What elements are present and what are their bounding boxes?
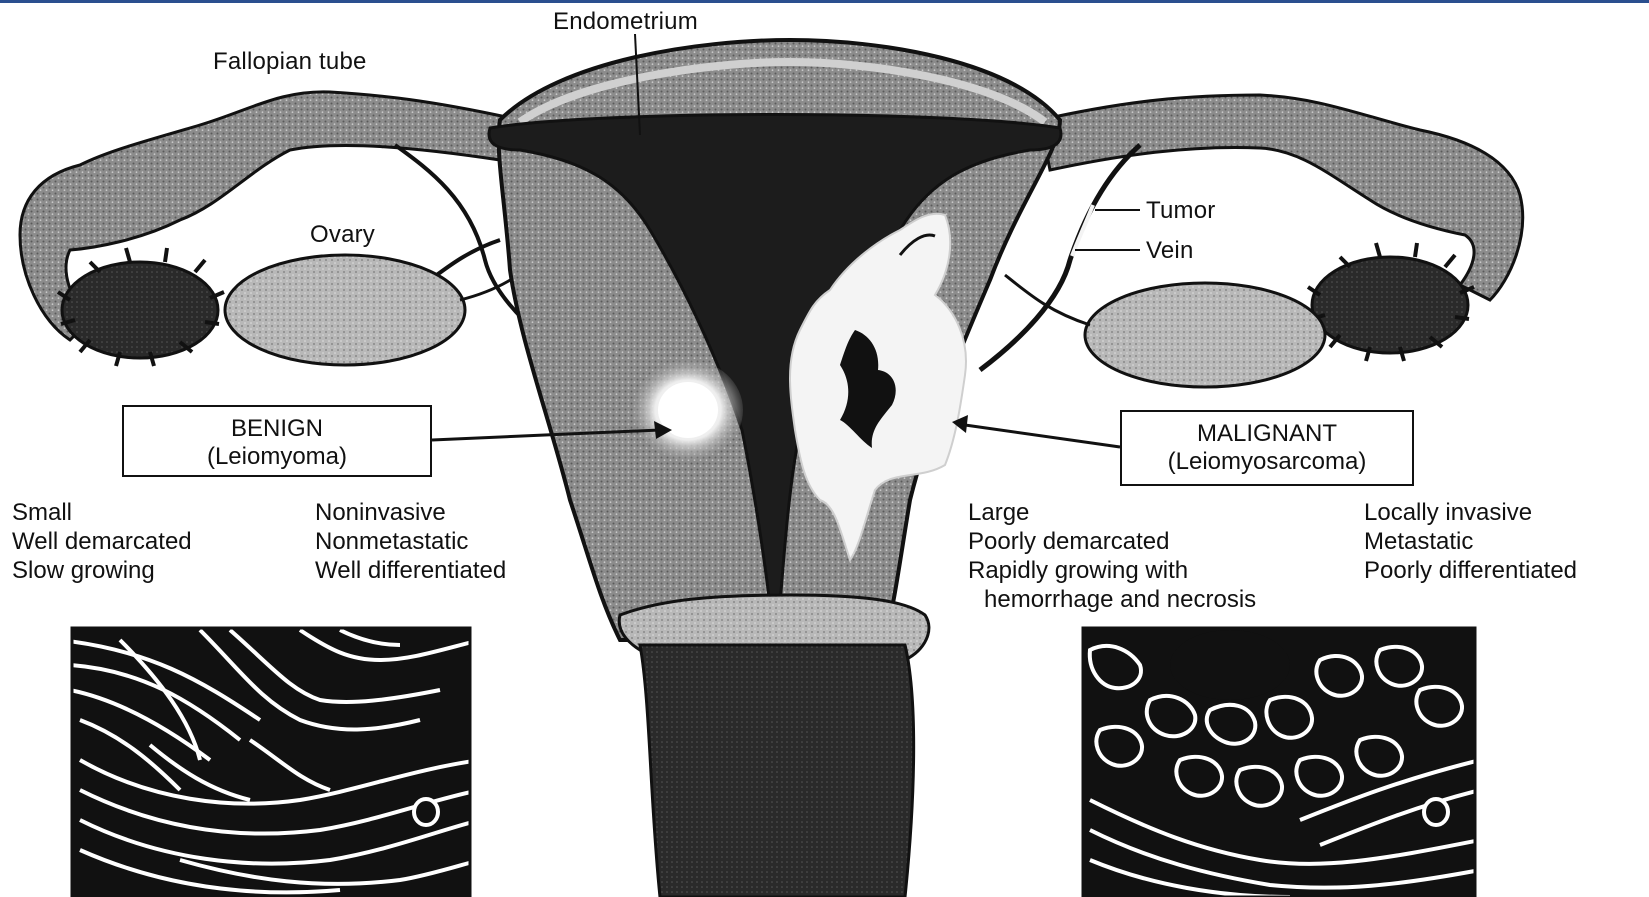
ovary-label: Ovary — [310, 221, 375, 249]
left-ovary — [225, 255, 545, 365]
malignant-feature: Large — [968, 498, 1256, 527]
vein-label: Vein — [1146, 237, 1194, 265]
malignant-feature: Poorly differentiated — [1364, 556, 1577, 585]
malignant-feature: hemorrhage and necrosis — [968, 585, 1256, 614]
benign-feature: Well demarcated — [12, 527, 192, 556]
malignant-histology-panel — [1083, 628, 1480, 897]
benign-feature: Noninvasive — [315, 498, 506, 527]
malignant-arrow — [952, 415, 1120, 447]
right-fimbriae — [1308, 243, 1474, 361]
benign-title: BENIGN — [124, 415, 430, 443]
malignant-features-left: Large Poorly demarcated Rapidly growing … — [968, 498, 1256, 614]
benign-feature: Slow growing — [12, 556, 192, 585]
fallopian-tube-label: Fallopian tube — [213, 48, 367, 76]
malignant-feature: Poorly demarcated — [968, 527, 1256, 556]
benign-leiomyoma-mass — [633, 360, 743, 460]
right-ovary — [1005, 275, 1325, 387]
malignant-features-right: Locally invasive Metastatic Poorly diffe… — [1364, 498, 1577, 585]
malignant-box: MALIGNANT (Leiomyosarcoma) — [1120, 410, 1414, 486]
endometrium-label: Endometrium — [553, 8, 698, 36]
benign-subtitle: (Leiomyoma) — [124, 443, 430, 471]
benign-feature: Small — [12, 498, 192, 527]
malignant-title: MALIGNANT — [1122, 420, 1412, 448]
benign-features-right: Noninvasive Nonmetastatic Well different… — [315, 498, 506, 585]
tumor-in-vein — [1072, 205, 1093, 256]
left-fimbriae — [58, 248, 224, 366]
malignant-feature: Rapidly growing with — [968, 556, 1256, 585]
malignant-feature: Metastatic — [1364, 527, 1577, 556]
benign-box: BENIGN (Leiomyoma) — [122, 405, 432, 477]
benign-feature: Well differentiated — [315, 556, 506, 585]
benign-feature: Nonmetastatic — [315, 527, 506, 556]
malignant-subtitle: (Leiomyosarcoma) — [1122, 448, 1412, 476]
benign-histology-panel — [60, 628, 480, 897]
right-fallopian-tube — [1040, 95, 1523, 300]
benign-features-left: Small Well demarcated Slow growing — [12, 498, 192, 585]
cervix — [619, 595, 929, 897]
tumor-label: Tumor — [1146, 197, 1215, 225]
malignant-feature: Locally invasive — [1364, 498, 1577, 527]
